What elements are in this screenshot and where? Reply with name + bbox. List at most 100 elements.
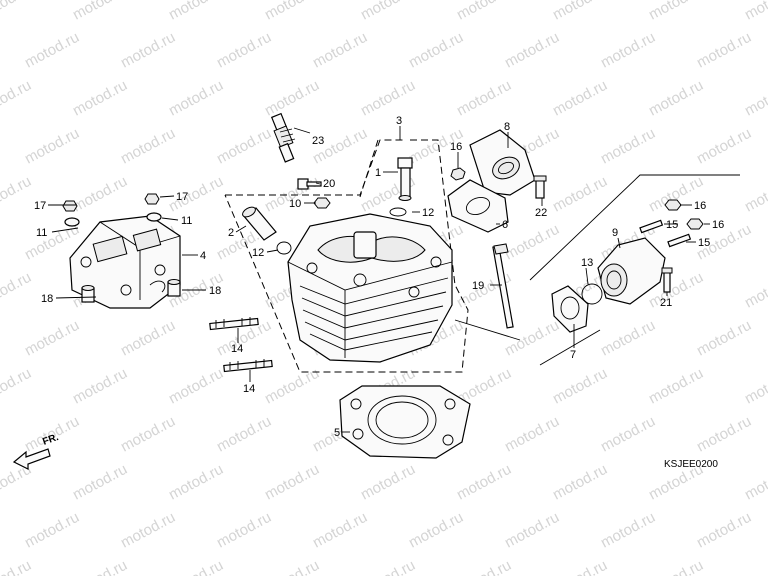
watermark-text: motod.ru xyxy=(70,77,130,120)
watermark-text: motod.ru xyxy=(550,77,610,120)
callout-3: 3 xyxy=(396,115,402,127)
group-frames xyxy=(224,139,740,373)
direction-label: FR. xyxy=(41,432,60,448)
watermark-text: motod.ru xyxy=(118,509,178,552)
watermark-text: motod.ru xyxy=(406,509,466,552)
watermark-text: motod.ru xyxy=(0,269,34,312)
watermark-text: motod.ru xyxy=(550,557,610,576)
o-ring-12-left xyxy=(276,241,292,255)
callout-11-right: 11 xyxy=(181,215,192,227)
washer-11-right xyxy=(146,212,162,222)
watermark-text: motod.ru xyxy=(502,29,562,72)
watermark-text: motod.ru xyxy=(262,557,322,576)
watermark-text: motod.ru xyxy=(70,365,130,408)
watermark-text: motod.ru xyxy=(118,317,178,360)
o-ring-12-right xyxy=(389,207,407,217)
watermark-text: motod.ru xyxy=(166,461,226,504)
watermark-text: motod.ru xyxy=(0,173,34,216)
watermark-text: motod.ru xyxy=(454,77,514,120)
stud-bolt-14-lower xyxy=(223,359,273,373)
callout-5: 5 xyxy=(334,427,340,439)
watermark-text: motod.ru xyxy=(550,461,610,504)
callout-18-right: 18 xyxy=(209,285,221,297)
watermark-text: motod.ru xyxy=(742,173,768,216)
callout-22: 22 xyxy=(535,207,547,219)
watermark-text: motod.ru xyxy=(742,365,768,408)
watermark-text: motod.ru xyxy=(262,77,322,120)
watermark-text: motod.ru xyxy=(646,557,706,576)
callout-18-left: 18 xyxy=(41,293,53,305)
callout-14-lower: 14 xyxy=(243,383,255,395)
watermark-text: motod.ru xyxy=(694,509,754,552)
callout-23: 23 xyxy=(312,135,324,147)
watermark-text: motod.ru xyxy=(70,557,130,576)
watermark-text: motod.ru xyxy=(262,0,322,24)
callout-7: 7 xyxy=(570,349,576,361)
watermark-text: motod.ru xyxy=(454,557,514,576)
watermark-text: motod.ru xyxy=(0,365,34,408)
callout-21: 21 xyxy=(660,297,672,309)
cylinder-head-3 xyxy=(287,213,453,363)
watermark-text: motod.ru xyxy=(262,461,322,504)
watermark-text: motod.ru xyxy=(70,0,130,24)
watermark-text: motod.ru xyxy=(214,413,274,456)
gasket-6 xyxy=(447,179,509,233)
callout-12-right: 12 xyxy=(422,207,434,219)
watermark-text: motod.ru xyxy=(22,509,82,552)
insulator-2 xyxy=(242,206,277,241)
watermark-text: motod.ru xyxy=(166,365,226,408)
callout-4: 4 xyxy=(200,250,206,262)
bolt-20 xyxy=(297,178,322,190)
nut-17-right xyxy=(144,193,160,205)
watermark-text: motod.ru xyxy=(598,125,658,168)
watermark-text: motod.ru xyxy=(742,77,768,120)
watermark-text: motod.ru xyxy=(454,461,514,504)
watermark-text: motod.ru xyxy=(214,125,274,168)
watermark-text: motod.ru xyxy=(694,317,754,360)
callout-10: 10 xyxy=(289,198,301,210)
watermark-text: motod.ru xyxy=(694,125,754,168)
watermark-text: motod.ru xyxy=(742,0,768,24)
callout-2: 2 xyxy=(228,227,234,239)
nut-17-left xyxy=(62,200,78,212)
watermark-text: motod.ru xyxy=(166,0,226,24)
watermark-text: motod.ru xyxy=(358,0,418,24)
watermark-text: motod.ru xyxy=(358,557,418,576)
callout-16-top: 16 xyxy=(450,141,462,153)
nut-10 xyxy=(313,197,331,209)
nut-16-right-lower xyxy=(686,218,704,230)
callout-14-upper: 14 xyxy=(231,343,243,355)
watermark-text: motod.ru xyxy=(694,29,754,72)
watermark-text: motod.ru xyxy=(358,77,418,120)
stud-15-upper xyxy=(639,219,664,234)
watermark-text: motod.ru xyxy=(646,77,706,120)
callout-13: 13 xyxy=(581,257,593,269)
watermark-text: motod.ru xyxy=(214,29,274,72)
watermark-text: motod.ru xyxy=(694,413,754,456)
watermark-text: motod.ru xyxy=(646,365,706,408)
watermark-text: motod.ru xyxy=(0,557,34,576)
callout-8: 8 xyxy=(504,121,510,133)
dowel-pin-18-right xyxy=(167,279,181,297)
watermark-text: motod.ru xyxy=(310,509,370,552)
washer-11-left xyxy=(64,217,80,227)
watermark-text: motod.ru xyxy=(166,77,226,120)
watermark-text: motod.ru xyxy=(118,29,178,72)
callout-15-upper: 15 xyxy=(666,219,678,231)
callout-9: 9 xyxy=(612,227,618,239)
o-ring-13 xyxy=(581,283,603,305)
watermark-text: motod.ru xyxy=(166,557,226,576)
insulator-gasket-7 xyxy=(551,285,589,333)
watermark-text: motod.ru xyxy=(310,29,370,72)
dowel-pin-18-left xyxy=(81,285,95,303)
callout-16-right-lower: 16 xyxy=(712,219,724,231)
callout-6: 6 xyxy=(502,219,508,231)
callout-11-left: 11 xyxy=(36,227,47,239)
cylinder-head-gasket-5 xyxy=(339,385,471,459)
watermark-text: motod.ru xyxy=(214,509,274,552)
nut-16-right-upper xyxy=(664,199,682,211)
watermark-text: motod.ru xyxy=(0,77,34,120)
callout-15-lower: 15 xyxy=(698,237,710,249)
